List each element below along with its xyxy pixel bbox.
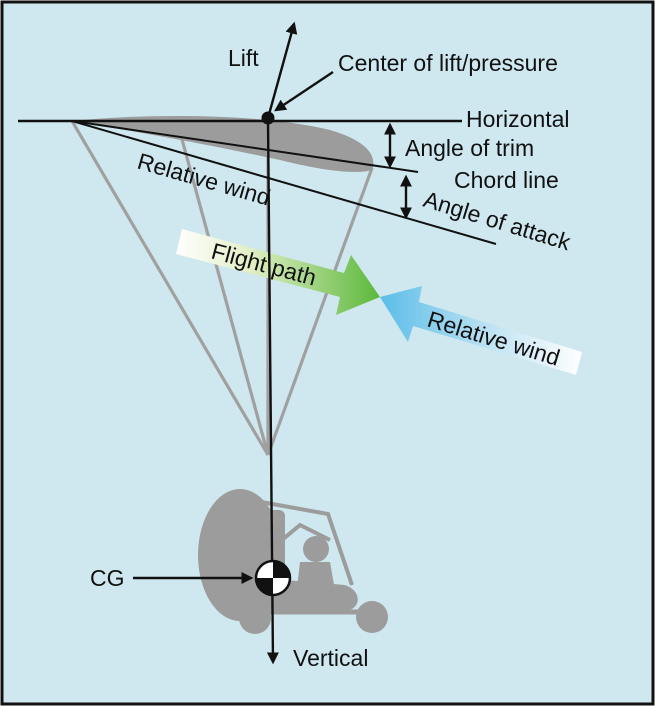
relative-wind-arrow	[380, 286, 582, 375]
chord-line-label: Chord line	[454, 167, 559, 193]
chord-line	[71, 120, 419, 173]
center-of-lift-label: Center of lift/pressure	[338, 50, 558, 76]
cg-label: CG	[90, 565, 125, 591]
cg-symbol	[254, 559, 292, 597]
center-of-lift-pointer	[274, 71, 334, 112]
flight-path-arrow	[176, 229, 380, 315]
lift-arrow	[266, 21, 298, 119]
lift-label: Lift	[228, 45, 259, 71]
vertical-label: Vertical	[293, 645, 368, 671]
horizontal-label: Horizontal	[466, 106, 570, 132]
angle-of-trim-label: Angle of trim	[405, 135, 534, 161]
relative-wind-line	[71, 120, 497, 245]
center-of-lift-dot	[261, 111, 275, 125]
